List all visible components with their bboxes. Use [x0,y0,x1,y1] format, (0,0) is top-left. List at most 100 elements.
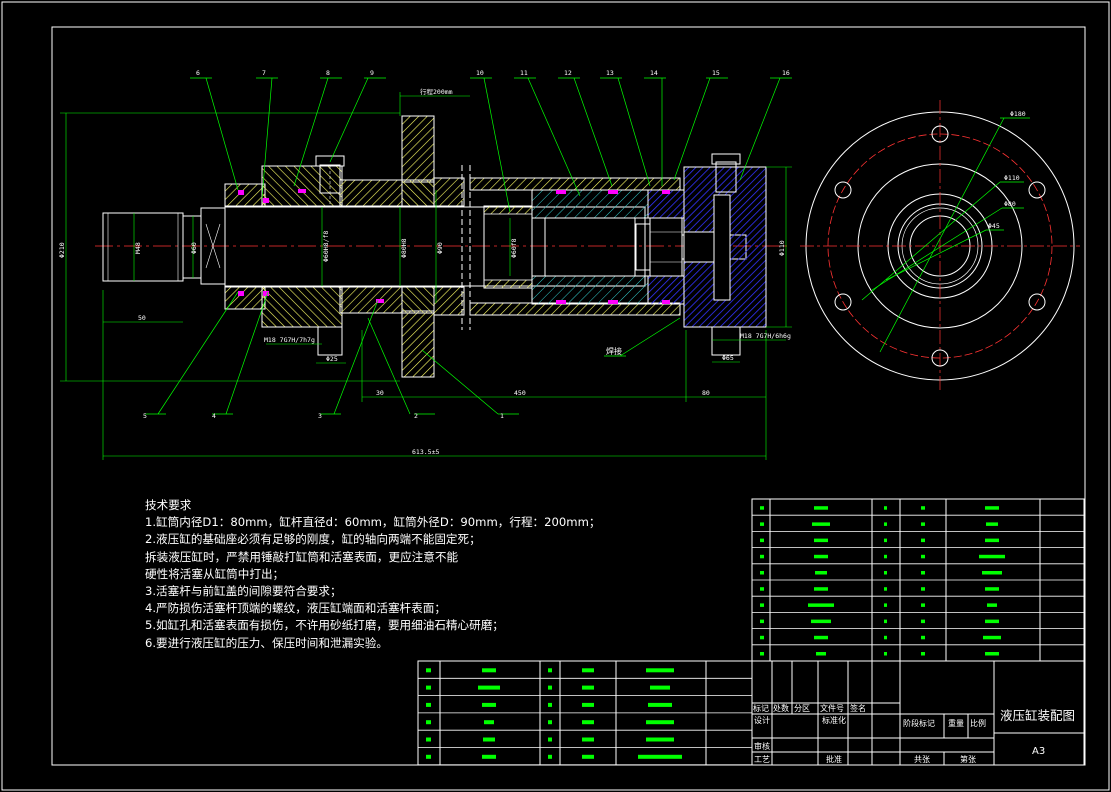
tb-docno: 文件号 [820,703,844,713]
bom-row-mark [648,702,672,707]
parts-row-mark [985,538,999,543]
dim-d60f: Φ60f8 [510,238,518,258]
tech-heading: 技术要求 [145,498,192,512]
dim-circle-80: Φ80 [1004,200,1016,208]
dim-d80h: Φ80H8 [400,238,408,258]
dim-circle-45: Φ45 [988,222,1000,230]
parts-list-rows [752,506,1084,662]
balloon-8: 8 [326,69,330,77]
weld-label: 焊接 [606,346,622,356]
title-block-text: 标记 处数 分区 文件号 签名 设计 标准化 审核 工艺 批准 阶段标记 重量 … [753,703,1075,764]
parts-row-mark [760,522,764,526]
tb-review: 审核 [754,741,770,751]
parts-row-mark [814,635,828,640]
parts-row-mark [760,619,764,624]
bom-row-mark [646,720,674,725]
bom-row-mark [582,668,594,673]
parts-row-mark [884,603,887,607]
tb-sign: 签名 [850,703,866,713]
parts-row-mark [814,506,828,510]
tech-line: 1.缸筒内径D1：80mm，缸杆直径d：60mm，缸筒外径D：90mm，行程：2… [145,515,601,530]
dim-len80: 80 [702,389,710,397]
tb-standardize: 标准化 [822,715,846,725]
dim-d60: Φ60 [190,242,198,254]
dim-stroke: 行程200mm [420,87,453,96]
tech-requirements: 技术要求 1.缸筒内径D1：80mm，缸杆直径d：60mm，缸筒外径D：90mm… [145,497,745,652]
parts-row-mark [921,603,925,607]
bom-row-mark [426,668,431,673]
parts-row-mark [884,538,887,543]
balloon-13: 13 [606,69,614,77]
tech-line: 6.要进行液压缸的压力、保压时间和泄漏实验。 [145,635,388,650]
bom-row-mark [548,754,552,759]
dim-phi65: Φ65 [722,354,734,362]
parts-row-mark [884,554,887,559]
parts-row-mark [986,522,998,526]
thread-left: M18 7G7H/7h7g [264,336,315,344]
parts-row-mark [985,619,999,624]
tb-scale: 比例 [970,718,986,728]
tb-total-sheets: 共张 [914,755,930,764]
parts-row-mark [921,522,925,526]
bom-row-mark [650,685,670,690]
parts-row-mark [985,587,999,591]
tb-count: 处数 [773,703,789,713]
tb-design: 设计 [754,715,770,725]
dim-d210: Φ210 [58,242,66,258]
parts-row-mark [884,571,887,575]
inner-frame [51,26,1086,766]
balloon-16: 16 [782,69,790,77]
bom-row-mark [483,737,495,742]
balloon-12: 12 [564,69,572,77]
tb-approve: 批准 [826,754,842,764]
dim-d90: Φ90 [436,242,444,254]
bom-row-mark [548,685,552,690]
bom-row-mark [548,702,552,707]
parts-row-mark [987,603,997,607]
parts-row-mark [884,587,887,591]
bom-row-mark [548,737,552,742]
balloon-labels: 6 7 8 9 10 11 12 13 14 15 16 5 4 3 2 1 焊… [143,69,790,420]
tb-weight: 重量 [948,718,964,728]
dim-d110: Φ110 [778,240,786,256]
parts-row-mark [760,587,764,591]
parts-row-mark [884,506,887,510]
flange-end-view [800,100,1080,392]
balloon-5: 5 [143,412,147,420]
balloon-7: 7 [262,69,266,77]
bom-row-mark [426,720,431,725]
dim-d60h: Φ60H8/f8 [322,231,330,262]
balloon-10: 10 [476,69,484,77]
cylinder-section-view [60,77,792,460]
parts-row-mark [985,506,999,510]
tb-zone: 分区 [794,704,810,713]
dimension-labels: 行程200mm Φ210 M48 Φ60 Φ60H8/f8 Φ80H8 Φ90 … [58,87,1026,456]
dim-circle-110: Φ110 [1004,174,1020,182]
parts-row-mark [815,571,827,575]
tb-process: 工艺 [754,755,770,764]
balloon-11: 11 [520,69,528,77]
parts-row-mark [760,652,764,656]
parts-row-mark [921,506,925,510]
bom-row-mark [482,754,496,759]
parts-row-mark [921,571,925,575]
balloon-1: 1 [500,412,504,420]
tb-mark: 标记 [753,703,769,713]
parts-row-mark [921,587,925,591]
tb-stage-mark: 阶段标记 [903,718,935,728]
parts-row-mark [760,603,764,607]
parts-row-mark [808,603,834,607]
parts-row-mark [812,522,830,526]
parts-row-mark [884,522,887,526]
dim-m48: M48 [134,242,142,254]
parts-row-mark [921,652,925,656]
dim-len450: 450 [514,389,526,397]
sheet-size: A3 [1032,746,1045,757]
parts-row-mark [760,506,764,510]
bom-row-mark [582,685,594,690]
dim-len30: 30 [376,389,384,397]
bom-row-mark [646,737,674,742]
parts-row-mark [884,619,887,624]
parts-row-mark [811,619,831,624]
bom-row-mark [582,720,594,725]
